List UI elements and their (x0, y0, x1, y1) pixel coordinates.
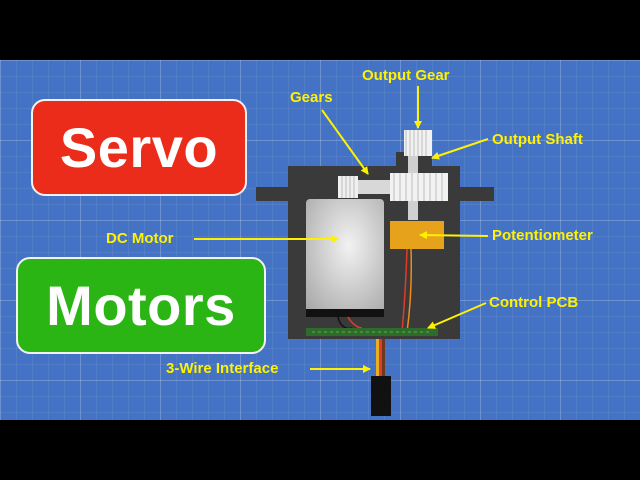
gear-train (338, 173, 448, 201)
title-servo-box: Servo (31, 99, 247, 196)
label-output-gear: Output Gear (362, 67, 450, 84)
output-gear (404, 130, 432, 156)
label-control-pcb: Control PCB (489, 294, 579, 311)
label-dc-motor: DC Motor (106, 230, 174, 247)
title-servo-text: Servo (59, 116, 219, 179)
diagram-canvas: Servo Motors (0, 60, 640, 420)
title-motors-text: Motors (46, 274, 236, 337)
label-output-shaft: Output Shaft (492, 131, 583, 148)
label-potentiometer: Potentiometer (492, 227, 593, 244)
title-motors-box: Motors (16, 257, 266, 354)
label-gears: Gears (290, 89, 333, 106)
dc-motor (306, 199, 384, 317)
label-three-wire-interface: 3-Wire Interface (166, 360, 279, 377)
leader-lines (194, 86, 489, 373)
servo-cutaway-diagram (194, 86, 494, 416)
three-wire-cable (371, 339, 391, 416)
